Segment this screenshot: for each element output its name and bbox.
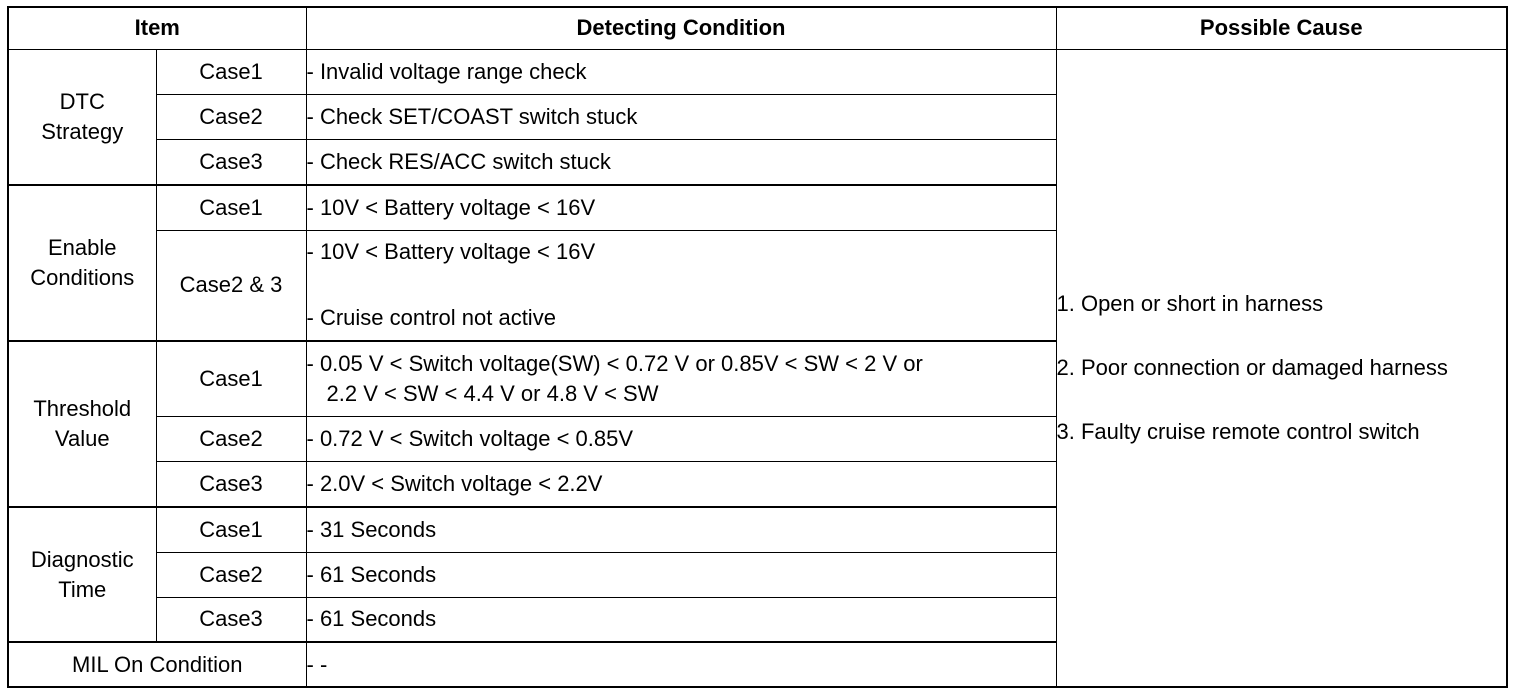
condition-text: - Check SET/COAST switch stuck [305,93,1057,140]
condition-text: - 61 Seconds [305,551,1057,598]
condition-text: - 10V < Battery voltage < 16V - Cruise c… [305,229,1057,342]
condition-text: - 0.72 V < Switch voltage < 0.85V [305,415,1057,462]
item-diagnostic-time: Diagnostic Time [7,506,157,643]
table-row: Case2 & 3 - 10V < Battery voltage < 16V … [8,229,1507,342]
case-label: Case3 [155,138,307,186]
condition-text: - 61 Seconds [305,596,1057,643]
case-label: Case3 [155,460,307,508]
dtc-spec-table: Item Detecting Condition Possible Cause … [7,6,1508,688]
case-label: Case2 [155,415,307,462]
condition-text: - 0.05 V < Switch voltage(SW) < 0.72 V o… [305,340,1057,417]
table-row: Case2 - 61 Seconds [8,551,1507,598]
possible-cause-item: 2. Poor connection or damaged harness [1056,354,1448,380]
case-label: Case1 [155,48,307,95]
item-mil-on-condition: MIL On Condition [7,641,307,688]
table-row: DTC Strategy Case1 - Invalid voltage ran… [7,48,1508,688]
case-label: Case2 & 3 [155,229,307,342]
header-detecting-condition: Detecting Condition [305,6,1057,50]
item-dtc-strategy: DTC Strategy [7,48,157,186]
condition-text: - 10V < Battery voltage < 16V [305,184,1057,231]
table-row: Enable Conditions Case1 - 10V < Battery … [7,184,1507,342]
possible-cause-item: 3. Faulty cruise remote control switch [1056,418,1420,444]
case-label: Case1 [155,506,307,553]
case-label: Case2 [155,551,307,598]
header-possible-cause: Possible Cause [1055,6,1508,50]
case-label: Case3 [155,596,307,643]
condition-text: - 31 Seconds [305,506,1057,553]
condition-text: - - [305,641,1057,688]
table-row: MIL On Condition - - [7,641,1507,688]
condition-text: - Check RES/ACC switch stuck [305,138,1057,186]
item-enable-conditions: Enable Conditions [7,184,157,342]
condition-text: - 2.0V < Switch voltage < 2.2V [305,460,1057,508]
table-row: Case2 - Check SET/COAST switch stuck [8,93,1507,140]
possible-cause-cell: 1. Open or short in harness 2. Poor conn… [1055,48,1508,688]
table-row: Threshold Value Case1 - 0.05 V < Switch … [7,340,1507,508]
condition-text: - Invalid voltage range check [305,48,1057,95]
item-threshold-value: Threshold Value [7,340,157,508]
possible-cause-item: 1. Open or short in harness [1056,290,1324,316]
table-header-row: Item Detecting Condition Possible Cause [7,6,1508,50]
case-label: Case2 [155,93,307,140]
case-label: Case1 [155,340,307,417]
header-item: Item [7,6,307,50]
table-row: Case3 - 2.0V < Switch voltage < 2.2V [8,460,1507,508]
table-row: Case3 - 61 Seconds [8,596,1507,643]
case-label: Case1 [155,184,307,231]
